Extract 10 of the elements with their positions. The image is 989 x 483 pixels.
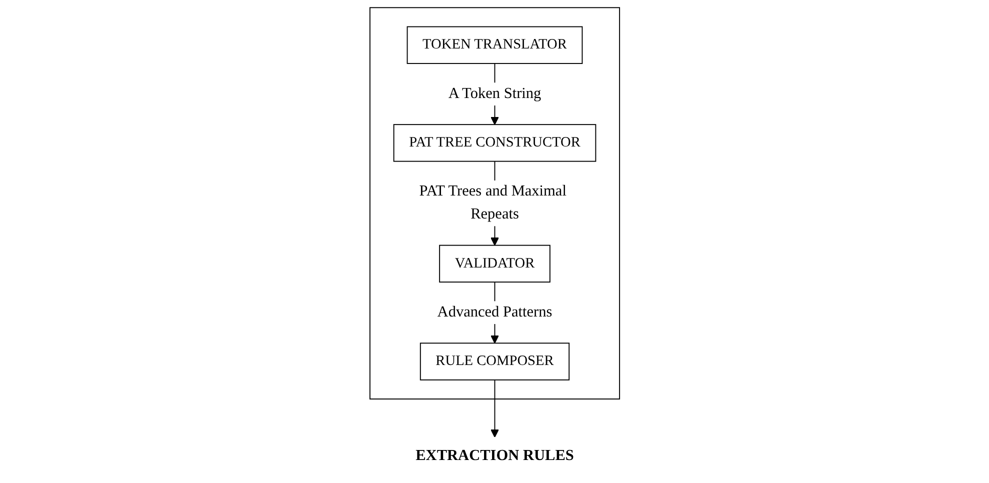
cluster: [369, 7, 620, 400]
edge-label: A Token String: [448, 85, 541, 102]
node-box: RULE COMPOSER: [420, 342, 570, 380]
arrow: [490, 379, 499, 438]
node-text: EXTRACTION RULES: [415, 448, 574, 464]
node-box: VALIDATOR: [438, 244, 550, 283]
edge-label: Advanced Patterns: [437, 304, 552, 320]
edge-label: PAT Trees and Maximal Repeats: [418, 183, 566, 222]
node-box: TOKEN TRANSLATOR: [406, 26, 582, 64]
node-box: PAT TREE CONSTRUCTOR: [393, 124, 596, 162]
